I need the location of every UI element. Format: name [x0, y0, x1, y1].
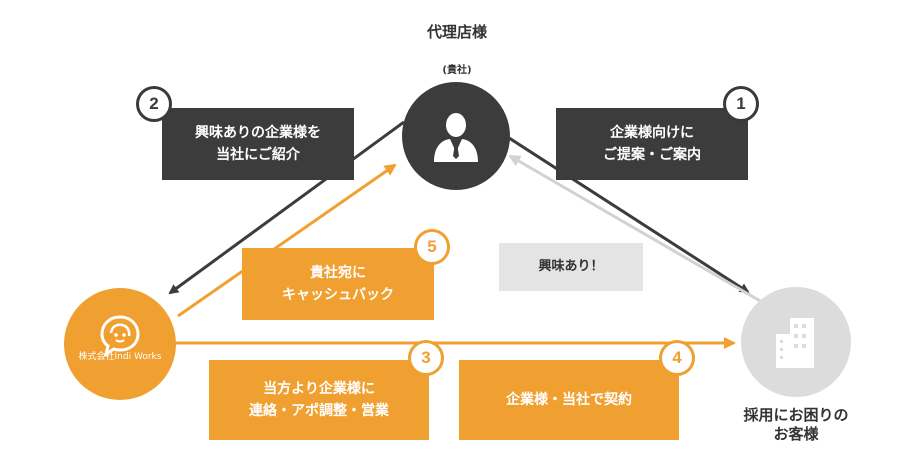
client-title: 採用にお困りの お客様: [743, 406, 849, 443]
client-node: [741, 287, 851, 397]
step-3-badge: 3: [408, 340, 444, 376]
agency-title: 代理店様 (貴社): [402, 4, 512, 99]
step-2-box: 興味ありの企業様を 当社にご紹介: [162, 108, 354, 180]
indi-company-name: 株式会社Indi Works: [78, 352, 162, 362]
arrow-agency-to-indi: [168, 120, 405, 295]
agency-subtitle: (貴社): [442, 65, 472, 76]
indi-node: [64, 288, 176, 400]
step-4-box: 企業様・当社で契約: [459, 360, 679, 440]
arrow-agency-to-client: [491, 125, 750, 294]
agency-title-text: 代理店様: [426, 23, 487, 41]
agency-node: [402, 82, 510, 190]
arrow-indi-to-agency: [177, 163, 397, 318]
step-3-box: 当方より企業様に 連絡・アポ調整・営業: [209, 360, 429, 440]
step-5-badge: 5: [414, 229, 450, 265]
businessman-icon: [434, 113, 478, 162]
interest-feedback-box: 興味あり！: [499, 243, 643, 291]
office-building-icon: [776, 318, 814, 368]
step-1-badge: 1: [723, 86, 759, 122]
arrow-client-to-agency: [508, 154, 763, 304]
speech-bubble-face-icon: [100, 315, 140, 358]
step-4-badge: 4: [659, 340, 695, 376]
step-5-box: 貴社宛に キャッシュバック: [242, 248, 434, 320]
step-1-box: 企業様向けに ご提案・ご案内: [556, 108, 748, 180]
step-2-badge: 2: [136, 86, 172, 122]
